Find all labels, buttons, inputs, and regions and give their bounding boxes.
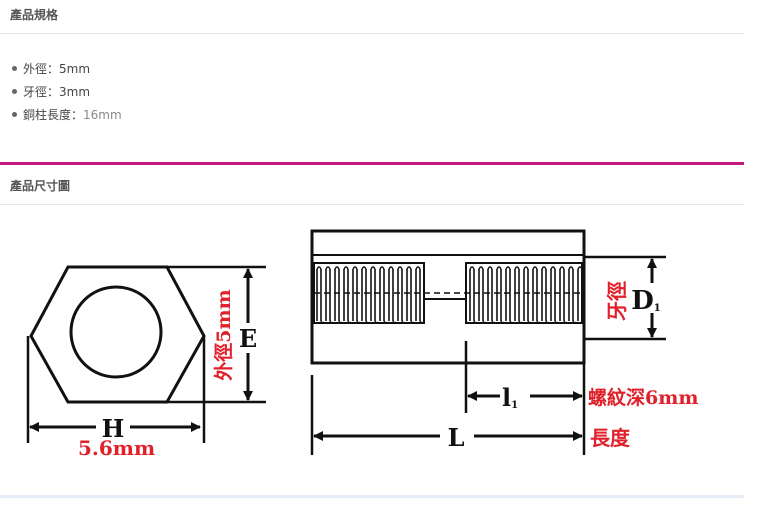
bullet-icon (12, 89, 17, 94)
label-length: 長度 (590, 426, 631, 450)
section-divider-accent (0, 162, 744, 165)
bullet-icon (12, 66, 17, 71)
label-E: E (239, 324, 257, 353)
spec-section-title: 產品規格 (10, 8, 59, 22)
pillar-body (310, 229, 586, 365)
spec-section: 產品規格 (0, 0, 744, 160)
label-L: L (448, 423, 465, 452)
spec-title-divider (0, 33, 744, 34)
dimension-diagram: H 5.6mm E 外徑5mm D1 牙徑 l1 螺紋深6mm (26, 229, 698, 460)
dimension-section-title: 產品尺寸圖 (10, 179, 71, 193)
dimension-title-divider (0, 204, 744, 205)
side-view: D1 牙徑 l1 螺紋深6mm L 長度 (310, 229, 698, 455)
spec-item-thread-diameter: 牙徑：3mm (12, 81, 122, 104)
spec-item-outer-diameter: 外徑：5mm (12, 58, 122, 81)
label-D: D1 (631, 286, 661, 316)
hex-bore-circle (69, 285, 163, 379)
hex-end-view: H 5.6mm E 外徑5mm (26, 265, 266, 460)
bottom-divider (0, 495, 744, 498)
spec-item-pillar-length: 銅柱長度：16mm (12, 104, 122, 127)
label-thread-diameter: 牙徑 (605, 281, 629, 321)
spec-list: 外徑：5mm 牙徑：3mm 銅柱長度：16mm (12, 58, 122, 127)
label-H: H (102, 414, 125, 443)
label-width-value: 5.6mm (78, 436, 155, 460)
bullet-icon (12, 112, 17, 117)
label-outer-diameter: 外徑5mm (212, 289, 235, 380)
label-l1: l1 (502, 383, 518, 412)
label-thread-depth: 螺紋深6mm (588, 386, 698, 409)
